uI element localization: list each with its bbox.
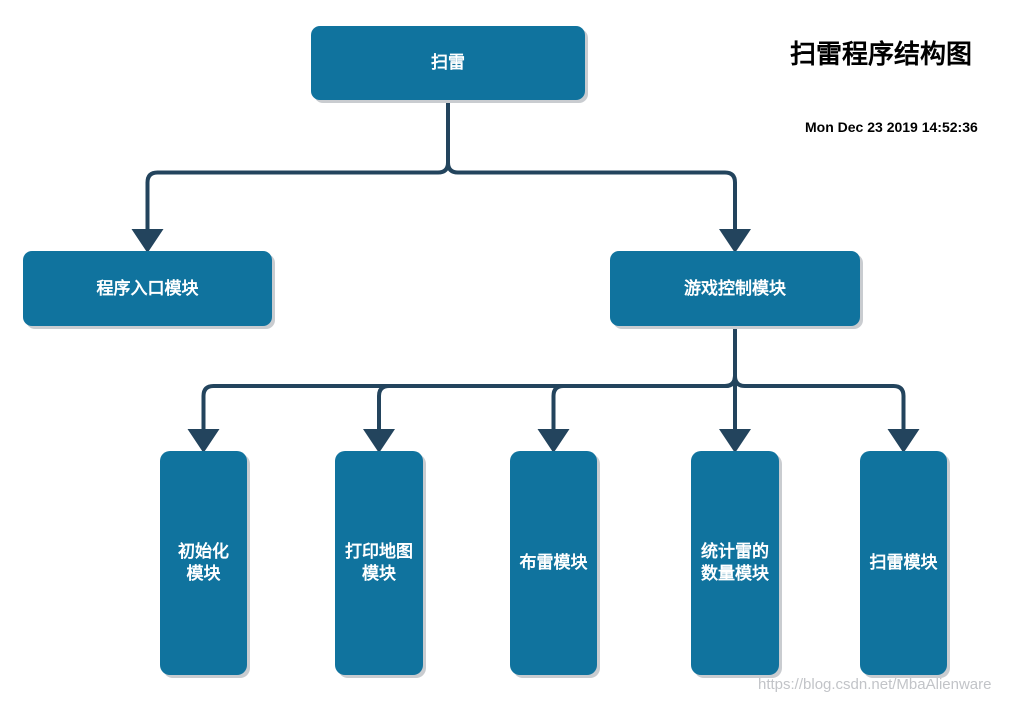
node-root-minesweeper[interactable]: 扫雷 bbox=[311, 26, 585, 100]
node-count-mines-module[interactable]: 统计雷的 数量模块 bbox=[691, 451, 779, 675]
diagram-timestamp: Mon Dec 23 2019 14:52:36 bbox=[805, 119, 978, 135]
node-sweep-module[interactable]: 扫雷模块 bbox=[860, 451, 947, 675]
connector-game_control-to-lay_mines bbox=[537, 326, 737, 453]
connector-root-to-entry bbox=[131, 100, 450, 253]
node-init-module[interactable]: 初始化 模块 bbox=[160, 451, 247, 675]
diagram-title: 扫雷程序结构图 bbox=[790, 40, 973, 70]
node-lay-mines-module[interactable]: 布雷模块 bbox=[510, 451, 597, 675]
node-game-control-module[interactable]: 游戏控制模块 bbox=[610, 251, 860, 326]
watermark-text: https://blog.csdn.net/MbaAlienware bbox=[758, 676, 992, 693]
connector-game_control-to-sweep bbox=[733, 326, 920, 453]
connector-root-to-game_control bbox=[446, 100, 751, 253]
node-print-map-module[interactable]: 打印地图 模块 bbox=[335, 451, 423, 675]
node-entry-module[interactable]: 程序入口模块 bbox=[23, 251, 272, 326]
